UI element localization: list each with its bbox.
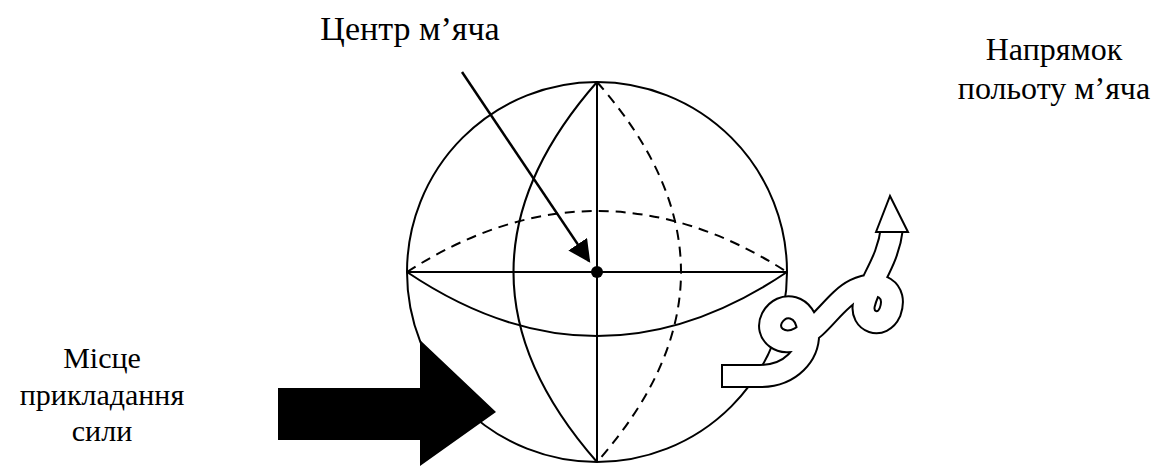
leader-arrow — [462, 72, 589, 261]
force-arrow — [278, 340, 496, 466]
equator-dashed — [407, 211, 787, 272]
center-dot — [591, 266, 603, 278]
meridian-solid — [514, 82, 598, 462]
meridian-dashed — [597, 82, 681, 462]
ribbon-head — [876, 196, 908, 232]
equator-solid — [407, 272, 787, 336]
flight-direction-label: Напрямок польоту м’яча — [944, 30, 1164, 108]
center-label: Центр м’яча — [220, 8, 600, 49]
ribbon-start — [721, 364, 723, 388]
ribbon-outline — [722, 228, 892, 376]
ribbon-fill — [722, 228, 892, 376]
force-point-label: Місце прикладання сили — [4, 340, 200, 450]
